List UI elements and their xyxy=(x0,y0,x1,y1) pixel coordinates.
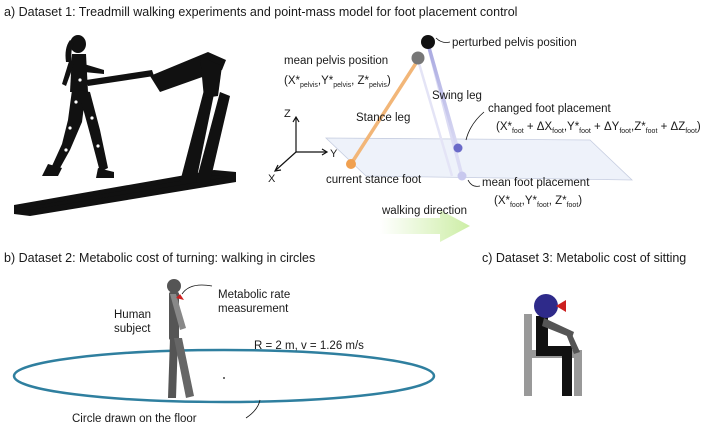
panel-c-title: c) Dataset 3: Metabolic cost of sitting xyxy=(482,251,686,265)
changed-foot-dot xyxy=(453,143,463,153)
human-subject-label-1: Human xyxy=(114,309,151,321)
circle-caption: Circle drawn on the floor xyxy=(72,413,197,425)
swing-leg-label: Swing leg xyxy=(432,90,482,102)
treadmill-walker-illustration xyxy=(14,35,236,216)
human-subject-label-2: subject xyxy=(114,323,151,335)
metabolic-label-2: measurement xyxy=(218,303,289,315)
sitting-mask xyxy=(556,300,566,312)
axis-z-label: Z xyxy=(284,108,291,120)
coordinate-axes xyxy=(273,115,329,172)
panel-b-title: b) Dataset 2: Metabolic cost of turning:… xyxy=(4,251,315,265)
mean-foot-coordinates: (X*foot,Y*foot, Z*foot) xyxy=(494,195,582,209)
swing-leg-line xyxy=(426,43,460,151)
current-stance-foot-label: current stance foot xyxy=(326,174,422,186)
circle-params-label: R = 2 m, v = 1.26 m/s xyxy=(254,340,364,352)
circle-center-dot xyxy=(223,377,225,379)
changed-foot-coordinates: (X*foot + ΔXfoot,Y*foot + ΔYfoot,Z*foot … xyxy=(496,121,701,135)
metabolic-pointer xyxy=(181,284,213,295)
changed-foot-pointer xyxy=(465,111,485,141)
stance-leg-label: Stance leg xyxy=(356,112,410,124)
walking-direction-label: walking direction xyxy=(381,205,467,217)
seated-subject-illustration xyxy=(524,294,582,396)
mean-pelvis-label: mean pelvis position xyxy=(284,55,388,67)
changed-foot-label: changed foot placement xyxy=(488,103,612,115)
walking-direction-arrow xyxy=(380,210,470,242)
mean-pelvis-coordinates: (X*pelvis,Y*pelvis, Z*pelvis) xyxy=(284,75,391,89)
human-subject-figure xyxy=(167,279,194,398)
perturbed-pelvis-dot xyxy=(421,35,435,49)
axis-y-label: Y xyxy=(330,148,338,160)
mean-foot-dot xyxy=(457,171,467,181)
perturbed-pointer xyxy=(435,37,451,43)
marker-dots xyxy=(64,78,100,152)
metabolic-mask xyxy=(176,294,184,300)
mean-foot-pointer xyxy=(467,179,481,187)
axis-x-label: X xyxy=(268,173,276,185)
panel-a-title: a) Dataset 1: Treadmill walking experime… xyxy=(4,5,517,19)
perturbed-pelvis-label: perturbed pelvis position xyxy=(452,37,577,49)
metabolic-label-1: Metabolic rate xyxy=(218,289,290,301)
swing-leg-shadow xyxy=(416,59,454,177)
circle-caption-pointer xyxy=(245,399,261,419)
walking-circle xyxy=(12,348,436,404)
stance-foot-dot xyxy=(346,159,356,169)
mean-pelvis-dot xyxy=(411,51,425,65)
mean-foot-label: mean foot placement xyxy=(482,177,590,189)
stance-leg-line xyxy=(349,59,420,165)
